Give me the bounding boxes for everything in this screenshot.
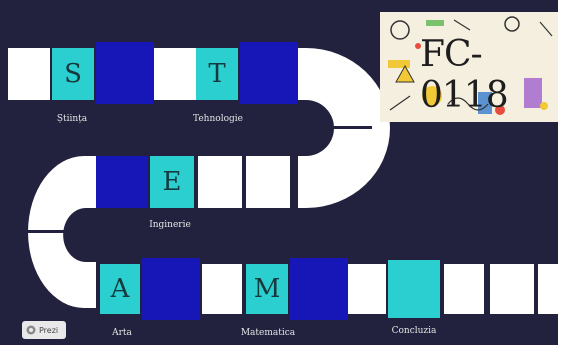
tile-matematica-m[interactable]: M [246,264,288,314]
tile-m-blue [290,258,348,320]
path-tile [154,48,196,100]
tile-concluzia[interactable] [388,260,440,318]
prezi-button[interactable]: Prezi [22,321,66,339]
path-tile [202,264,242,314]
path-tile [246,156,290,208]
tile-s-blue [96,42,154,104]
path-tile [348,264,386,314]
tile-tehnologie-t[interactable]: T [196,48,238,100]
tile-inginerie-e[interactable]: E [150,156,194,208]
tile-a-blue [142,258,200,320]
caption-concluzia: Concluzia [392,326,437,336]
tile-stiinta-s[interactable]: S [52,48,94,100]
prezi-logo-icon [26,325,36,335]
path-divider [28,230,98,233]
tile-t-blue [240,42,298,104]
prezi-button-label: Prezi [39,326,58,335]
caption-inginerie: Inginerie [149,220,191,230]
tile-arta-a[interactable]: A [100,264,140,314]
path-tile [198,156,242,208]
path-tile [444,264,484,314]
path-tile [490,264,534,314]
path-tile [538,264,568,314]
tile-e-blue [96,156,148,208]
caption-matematica: Matematica [241,328,295,338]
path-tile [8,48,50,100]
image-code-label: FC-0118 [420,34,568,116]
path-divider [312,126,372,129]
caption-tehnologie: Tehnologie [193,114,243,124]
caption-stiinta: Știința [57,114,87,124]
caption-arta: Arta [112,328,132,338]
